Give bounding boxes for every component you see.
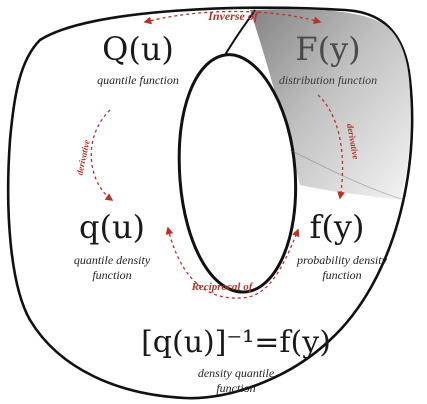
symbol-f: f(y) xyxy=(310,208,365,246)
caption-q-line2: function xyxy=(92,268,131,282)
band-shaded-region xyxy=(250,9,411,200)
caption-dq-line1: density quantile xyxy=(198,366,275,380)
arrow-derivative-left xyxy=(90,109,114,201)
caption-q-line1: quantile density xyxy=(74,253,151,267)
node-quantile-density-function: q(u) quantile density function xyxy=(74,208,151,282)
symbol-q: q(u) xyxy=(79,208,145,246)
caption-dq-line2: function xyxy=(216,381,255,395)
node-quantile-function: Q(u) quantile function xyxy=(97,30,179,87)
label-reciprocal: Reciprocal of xyxy=(191,281,254,293)
symbol-density-quantile: [q(u)]⁻¹=f(y) xyxy=(141,325,331,360)
caption-F: distribution function xyxy=(279,73,377,87)
symbol-F: F(y) xyxy=(295,30,360,68)
caption-f-line2: function xyxy=(322,268,361,282)
arrow-reciprocal xyxy=(165,226,300,299)
node-probability-density-function: f(y) probability density function xyxy=(296,208,388,282)
node-density-quantile-function: [q(u)]⁻¹=f(y) density quantile function xyxy=(141,325,331,395)
twist-seam-right xyxy=(289,149,406,201)
node-distribution-function: F(y) distribution function xyxy=(279,30,377,87)
symbol-Q: Q(u) xyxy=(102,30,174,68)
label-inverse: Inverse of xyxy=(207,9,259,23)
caption-f-line1: probability density xyxy=(296,253,388,267)
arrow-derivative-right xyxy=(317,94,345,200)
arrow-inverse xyxy=(143,10,322,25)
caption-Q: quantile function xyxy=(97,73,179,87)
